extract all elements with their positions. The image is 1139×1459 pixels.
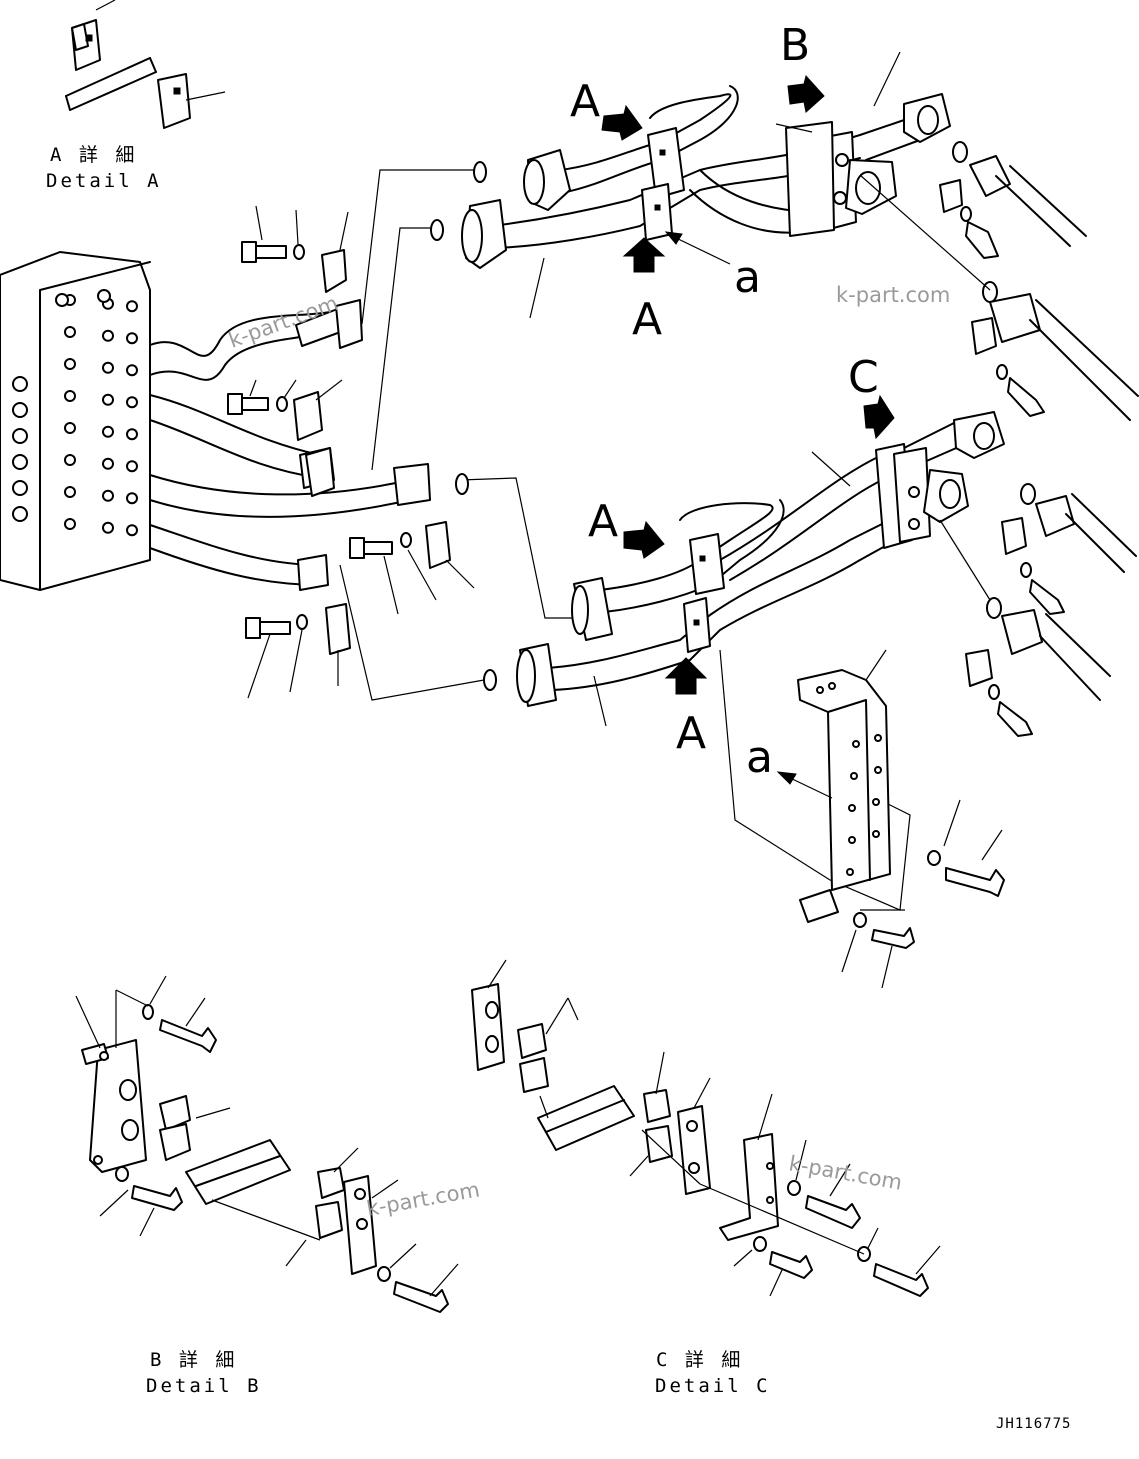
callout-a-lower-bottom: A bbox=[676, 708, 706, 759]
valve-port bbox=[126, 460, 138, 473]
valve-port bbox=[126, 428, 138, 441]
detail-a-clamp-group bbox=[65, 0, 226, 129]
callout-a-upper-bottom: A bbox=[632, 294, 662, 345]
valve-port bbox=[102, 489, 114, 502]
arrow-a-upper-right-icon bbox=[601, 104, 643, 141]
valve-port bbox=[126, 492, 138, 505]
hose-clamp-hardware bbox=[227, 205, 475, 699]
callout-ref-upper: a bbox=[734, 252, 761, 303]
detail-c-caption-en: Detail C bbox=[655, 1375, 771, 1397]
valve-port bbox=[64, 326, 76, 338]
valve-port bbox=[126, 524, 138, 537]
valve-port bbox=[64, 518, 76, 530]
callout-b: B bbox=[780, 20, 810, 71]
callout-a-lower-left: A bbox=[588, 496, 618, 547]
support-bracket bbox=[797, 649, 1005, 989]
valve-port bbox=[64, 486, 76, 498]
valve-port bbox=[102, 457, 114, 470]
detail-c-parts bbox=[471, 959, 941, 1297]
watermark-detail-b: k-part.com bbox=[365, 1177, 482, 1220]
arrow-a-upper-up-icon bbox=[622, 237, 666, 273]
valve-port bbox=[64, 358, 76, 370]
connection-lines bbox=[339, 161, 911, 911]
drawing-code: JH116775 bbox=[996, 1416, 1071, 1432]
detail-b-caption-jp: B 詳 細 bbox=[150, 1349, 237, 1371]
detail-a-caption-en: Detail A bbox=[46, 170, 162, 192]
watermark-top: k-part.com bbox=[836, 283, 950, 307]
upper-tube-assembly bbox=[461, 51, 951, 319]
upper-hose-ends bbox=[859, 141, 1139, 421]
arrow-a-lower-up-icon bbox=[664, 657, 708, 695]
valve-port bbox=[64, 390, 76, 402]
arrow-b-icon bbox=[787, 74, 825, 113]
valve-port bbox=[126, 332, 138, 345]
valve-port bbox=[102, 361, 114, 374]
arrow-ref-upper-line bbox=[671, 235, 731, 265]
callout-a-upper-left: A bbox=[570, 76, 600, 127]
arrow-a-lower-right-icon bbox=[623, 520, 665, 559]
valve-port bbox=[102, 329, 114, 342]
valve-port bbox=[102, 425, 114, 438]
control-valve bbox=[0, 251, 151, 591]
callout-ref-lower: a bbox=[746, 732, 773, 783]
valve-port bbox=[102, 521, 114, 534]
callout-arrows bbox=[601, 74, 895, 799]
detail-c-caption-jp: C 詳 細 bbox=[656, 1349, 743, 1371]
arrow-ref-upper-head-icon bbox=[664, 231, 683, 245]
arrow-ref-lower-line bbox=[785, 775, 833, 799]
callout-c: C bbox=[848, 352, 879, 403]
valve-port bbox=[64, 422, 76, 434]
valve-port bbox=[102, 393, 114, 406]
detail-b-caption-en: Detail B bbox=[146, 1375, 262, 1397]
lower-tube-assembly bbox=[516, 411, 1005, 727]
valve-port bbox=[64, 454, 76, 466]
watermark-detail-c: k-part.com bbox=[787, 1151, 904, 1194]
valve-port bbox=[126, 396, 138, 409]
valve-port bbox=[126, 364, 138, 377]
detail-b-parts bbox=[75, 975, 459, 1313]
lower-hose-ends bbox=[939, 483, 1137, 737]
arrow-c-icon bbox=[863, 394, 895, 440]
detail-a-caption-jp: A 詳 細 bbox=[50, 144, 137, 166]
valve-port bbox=[126, 300, 138, 313]
arrow-ref-lower-head-icon bbox=[776, 771, 797, 785]
